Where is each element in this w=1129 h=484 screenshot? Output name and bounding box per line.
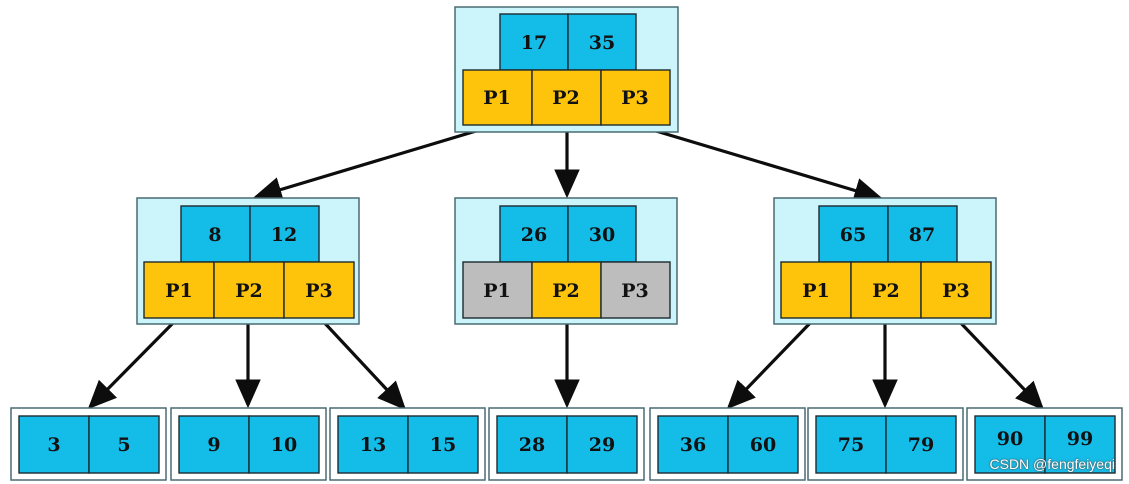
internal-2-pointer-2: P3	[942, 280, 970, 302]
leaf-4-key-1: 60	[750, 434, 776, 456]
leaf-3-key-cell-1	[566, 415, 638, 474]
internal-1-pointer-0: P1	[483, 280, 511, 302]
leaf-node-28-29: 28 29	[488, 407, 645, 481]
internal-2-key-cell-1	[887, 205, 958, 263]
internal-0-pointer-cell-2	[283, 261, 355, 319]
leaf-5-key-cell-0	[815, 415, 887, 474]
edge-root-p3-to-node-65-87	[635, 123, 884, 203]
internal-1-pointer-cell-2	[600, 261, 671, 319]
leaf-4-key-0: 36	[680, 434, 706, 456]
leaf-6-key-cell-1	[1044, 415, 1116, 474]
root-key-1: 35	[589, 32, 615, 54]
leaf-5-key-cell-1	[885, 415, 957, 474]
internal-0-pointer-cell-1	[213, 261, 285, 319]
leaf-1-key-0: 9	[207, 434, 220, 456]
internal-2-key-cell-0	[818, 205, 889, 263]
root-pointer-cell-2	[600, 69, 671, 126]
internal-node-65-87: 65 87 P1 P2 P3	[773, 197, 997, 325]
internal-1-pointer-cell-0	[462, 261, 533, 319]
internal-2-pointer-0: P1	[802, 280, 830, 302]
internal-1-pointer-1: P2	[552, 280, 580, 302]
internal-1-key-cell-1	[567, 205, 637, 263]
root-pointer-cell-1	[531, 69, 602, 126]
root-pointer-0: P1	[483, 87, 511, 109]
leaf-5-key-0: 75	[838, 434, 864, 456]
leaf-node-9-10: 9 10	[170, 407, 327, 481]
internal-node-8-12: 8 12 P1 P2 P3	[136, 197, 360, 325]
leaf-node-36-60: 36 60	[649, 407, 806, 481]
internal-2-pointer-cell-2	[920, 261, 992, 319]
internal-1-key-1: 30	[589, 224, 615, 246]
leaf-3-key-1: 29	[589, 434, 615, 456]
internal-0-pointer-0: P1	[165, 280, 193, 302]
leaf-node-75-79: 75 79	[807, 407, 964, 481]
edge-node-8-12-p1-to-leaf-3-5	[87, 316, 180, 410]
leaf-0-key-1: 5	[117, 434, 130, 456]
leaf-1-key-1: 10	[271, 434, 297, 456]
edge-root-p1-to-node-8-12	[252, 123, 497, 202]
internal-0-pointer-2: P3	[305, 280, 333, 302]
internal-1-pointer-2: P3	[621, 280, 649, 302]
internal-1-key-0: 26	[521, 224, 547, 246]
internal-0-key-cell-1	[249, 205, 320, 263]
internal-1-key-cell-0	[499, 205, 569, 263]
internal-0-pointer-1: P2	[235, 280, 263, 302]
root-key-cell-0	[499, 13, 569, 71]
leaf-3-key-cell-0	[496, 415, 568, 474]
leaf-6-key-cell-0	[974, 415, 1046, 474]
root-pointer-cell-0	[462, 69, 533, 126]
leaf-node-13-15: 13 15	[329, 407, 486, 481]
leaf-2-key-cell-1	[407, 415, 479, 474]
leaf-2-key-1: 15	[430, 434, 456, 456]
internal-node-26-30: 26 30 P1 P2 P3	[454, 197, 678, 325]
internal-1-pointer-cell-1	[531, 261, 602, 319]
edge-node-8-12-p3-to-leaf-13-15	[318, 316, 407, 411]
root-pointer-2: P3	[621, 87, 649, 109]
internal-2-key-1: 87	[909, 224, 935, 246]
tree-edges	[87, 123, 1045, 411]
leaf-4-key-cell-1	[727, 415, 799, 474]
root-pointer-1: P2	[552, 87, 580, 109]
edge-node-65-87-p3-to-leaf-90-99	[954, 316, 1045, 411]
leaf-node-90-99: 90 99	[966, 407, 1123, 481]
watermark-text: CSDN @fengfeiyeqi	[989, 456, 1116, 472]
leaf-4-key-cell-0	[657, 415, 729, 474]
leaf-0-key-0: 3	[47, 434, 60, 456]
leaf-1-key-cell-1	[248, 415, 320, 474]
leaf-6-key-0: 90	[997, 428, 1023, 450]
edge-node-65-87-p1-to-leaf-36-60	[726, 316, 817, 410]
leaf-1-key-cell-0	[178, 415, 250, 474]
leaf-0-key-cell-0	[18, 415, 90, 474]
leaf-5-key-1: 79	[908, 434, 934, 456]
internal-0-key-1: 12	[271, 224, 297, 246]
internal-0-pointer-cell-0	[143, 261, 215, 319]
root-node: 17 35 P1 P2 P3	[454, 6, 679, 133]
leaf-3-key-0: 28	[519, 434, 545, 456]
root-key-0: 17	[521, 32, 547, 54]
internal-0-key-0: 8	[208, 224, 221, 246]
internal-2-key-0: 65	[840, 224, 866, 246]
leaf-0-key-cell-1	[88, 415, 160, 474]
internal-2-pointer-1: P2	[872, 280, 900, 302]
leaf-node-3-5: 3 5	[10, 407, 167, 481]
leaf-6-key-1: 99	[1067, 428, 1093, 450]
leaf-2-key-0: 13	[360, 434, 386, 456]
